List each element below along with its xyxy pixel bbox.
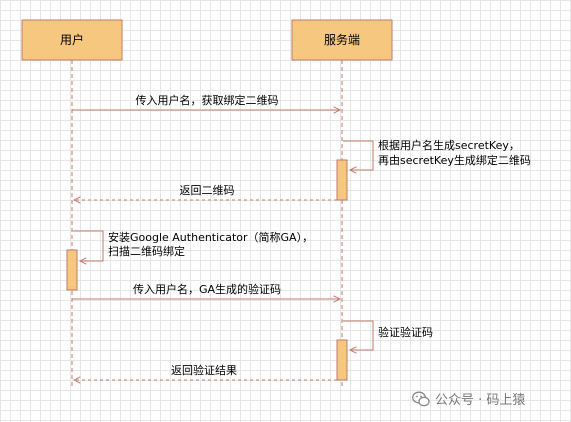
message-label-request-qrcode: 传入用户名，获取绑定二维码 bbox=[136, 93, 279, 107]
note-generate-line2: 再由secretKey生成绑定二维码 bbox=[378, 153, 531, 167]
self-call-arrow-install-ga bbox=[73, 230, 104, 261]
message-label-return-qrcode: 返回二维码 bbox=[180, 184, 235, 197]
user-activation-1 bbox=[66, 249, 78, 291]
message-label-return-result: 返回验证结果 bbox=[171, 363, 237, 377]
note-verify: 验证验证码 bbox=[378, 325, 433, 339]
actor-server-label: 服务端 bbox=[324, 32, 360, 47]
server-activation-1 bbox=[336, 159, 348, 201]
watermark: 公众号 · 码上猿 bbox=[412, 389, 525, 408]
self-call-arrow-verify bbox=[343, 320, 374, 350]
watermark-text: 公众号 · 码上猿 bbox=[435, 393, 526, 408]
note-install-line2: 扫描二维码绑定 bbox=[108, 244, 185, 258]
actor-user[interactable]: 用户 bbox=[21, 19, 123, 61]
self-call-arrow-generate bbox=[343, 140, 374, 170]
actor-user-label: 用户 bbox=[60, 32, 84, 47]
actor-server[interactable]: 服务端 bbox=[291, 19, 393, 61]
server-activation-2 bbox=[336, 339, 348, 381]
wechat-icon bbox=[412, 391, 430, 406]
note-generate-line1: 根据用户名生成secretKey， bbox=[378, 138, 520, 152]
message-label-send-code: 传入用户名，GA生成的验证码 bbox=[133, 282, 281, 296]
note-install-line1: 安装Google Authenticator（简称GA）， bbox=[108, 230, 313, 244]
